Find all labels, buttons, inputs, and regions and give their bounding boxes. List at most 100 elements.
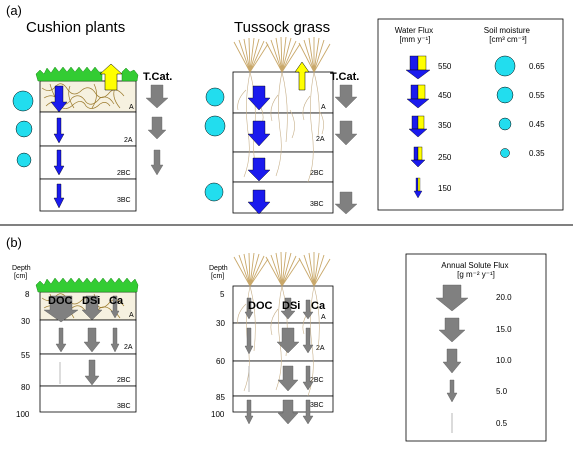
water-flux-legend-arrow-250 <box>410 146 426 168</box>
cushion-depth-30: 30 <box>21 317 30 326</box>
cushion-moisture-circle-2a <box>15 120 33 138</box>
cushion-horizon-3bc-layer <box>39 178 137 212</box>
cushion-moisture-circle-a <box>12 90 34 112</box>
cushion-tcat-label: T.Cat. <box>143 71 172 83</box>
soil-moisture-legend-circle-065 <box>494 55 516 77</box>
cushion-horizon-2bc-label: 2BC <box>117 170 131 177</box>
panel-a-label: (a) <box>6 3 22 18</box>
tussock-depth-30: 30 <box>216 319 225 328</box>
cushion-tcat-arrow-3 <box>150 149 164 176</box>
legend-box-a <box>377 18 564 211</box>
cushion-depth-8: 8 <box>25 290 30 299</box>
tussock-dsi-arrow-2a <box>276 327 300 354</box>
solute-flux-legend-title: Annual Solute Flux [g m⁻² y⁻¹] <box>441 261 510 279</box>
tussock-b-horizon-a-label: A <box>321 314 326 321</box>
tussock-grass-title: Tussock grass <box>234 19 330 36</box>
cushion-soil-profile-b: A 2A 2BC 3BC <box>35 277 139 413</box>
solute-legend-arrow-15 <box>438 317 466 343</box>
tussock-dsi-label: DSi <box>282 300 300 312</box>
tussock-horizon-2a-label: 2A <box>316 136 325 143</box>
solute-flux-value-05: 0.5 <box>496 419 508 428</box>
tussock-dsi-arrow-a <box>280 297 296 320</box>
cushion-depth-55: 55 <box>21 351 30 360</box>
cushion-depth-80: 80 <box>21 383 30 392</box>
water-flux-value-250: 250 <box>438 153 452 162</box>
tussock-moisture-circle-2a <box>204 115 226 137</box>
tussock-depth-100: 100 <box>211 410 225 419</box>
water-flux-legend-arrow-550 <box>405 55 431 80</box>
tussock-b-horizon-2bc-label: 2BC <box>310 377 324 384</box>
tussock-yellow-up-arrow <box>294 61 310 91</box>
solute-flux-value-10: 10.0 <box>496 356 512 365</box>
cushion-water-arrow-3bc <box>53 183 65 209</box>
cushion-ca-label: Ca <box>109 295 124 307</box>
tussock-horizon-3bc-label: 3BC <box>310 201 324 208</box>
cushion-green-canopy <box>35 66 139 82</box>
tussock-depth-60: 60 <box>216 357 225 366</box>
solute-flux-value-15: 15.0 <box>496 325 512 334</box>
soil-moisture-legend-title: Soil moisture [cm³ cm⁻³] <box>484 26 532 44</box>
cushion-horizon-2a-layer <box>39 111 137 147</box>
tussock-tcat-arrow-3 <box>334 191 358 215</box>
cushion-b-horizon-a-label: A <box>129 312 134 319</box>
tussock-dsi-arrow-3bc <box>277 399 299 425</box>
tussock-b-horizon-2a-label: 2A <box>316 345 325 352</box>
tussock-water-arrow-2a <box>247 120 271 147</box>
cushion-dsi-label: DSi <box>82 295 100 307</box>
water-flux-value-350: 350 <box>438 121 452 130</box>
soil-moisture-value-065: 0.65 <box>529 62 545 71</box>
tussock-b-grass-tufts <box>233 251 331 287</box>
tussock-doc-arrow-3bc <box>244 399 254 425</box>
cushion-water-arrow-2a <box>53 117 65 144</box>
soil-moisture-value-045: 0.45 <box>529 120 545 129</box>
cushion-b-horizon-2a-label: 2A <box>124 344 133 351</box>
legend-box-b <box>405 253 547 442</box>
cushion-horizon-2bc-layer <box>39 145 137 180</box>
soil-moisture-legend-circle-055 <box>496 86 514 104</box>
tussock-dsi-arrow-2bc <box>277 365 299 392</box>
tussock-soil-profile-b: A 2A 2BC 3BC <box>232 251 334 425</box>
tussock-water-arrow-3bc <box>247 189 271 215</box>
cushion-doc-label: DOC <box>48 295 73 307</box>
cushion-moisture-circle-2bc <box>16 152 32 168</box>
cushion-soil-profile-a: A 2A 2BC 3BC <box>35 63 139 212</box>
tussock-moisture-circle-a <box>205 87 225 107</box>
water-flux-value-450: 450 <box>438 91 452 100</box>
soil-moisture-value-055: 0.55 <box>529 91 545 100</box>
tussock-roots <box>237 71 324 183</box>
cushion-water-arrow-2bc <box>53 149 65 176</box>
cushion-b-horizon-2bc-label: 2BC <box>117 377 131 384</box>
tussock-tcat-label: T.Cat. <box>330 71 359 83</box>
tussock-depth-85: 85 <box>216 393 225 402</box>
water-flux-legend-title: Water Flux [mm y⁻¹] <box>395 26 436 44</box>
cushion-dsi-arrow-a <box>81 295 103 321</box>
tussock-depth-axis-title: Depth [cm] <box>209 265 230 280</box>
cushion-tcat-arrow-2 <box>147 116 167 140</box>
tussock-ca-arrow-2bc <box>302 365 314 391</box>
tussock-horizon-2bc-label: 2BC <box>310 170 324 177</box>
tussock-grass-tufts <box>233 36 331 73</box>
cushion-horizon-2a-label: 2A <box>124 137 133 144</box>
tussock-b-horizon-3bc-label: 3BC <box>310 402 324 409</box>
cushion-ca-arrow-a <box>110 295 120 319</box>
cushion-horizon-a-label: A <box>129 104 134 111</box>
tussock-tcat-arrow-1 <box>334 84 358 109</box>
cushion-depth-100: 100 <box>16 410 30 419</box>
solute-legend-arrow-20 <box>435 284 469 312</box>
cushion-doc-arrow-2a <box>55 327 67 353</box>
tussock-ca-arrow-3bc <box>302 399 314 425</box>
soil-moisture-legend-circle-045 <box>498 117 512 131</box>
solute-flux-value-5: 5.0 <box>496 387 508 396</box>
tussock-doc-arrow-a <box>244 297 254 320</box>
water-flux-value-150: 150 <box>438 184 452 193</box>
panel-b-label: (b) <box>6 235 22 250</box>
soil-moisture-value-035: 0.35 <box>529 149 545 158</box>
tussock-horizon-a-label: A <box>321 104 326 111</box>
cushion-tcat-arrow-1 <box>145 84 169 109</box>
cushion-depth-axis-title: Depth [cm] <box>12 265 33 280</box>
solute-legend-arrow-10 <box>442 348 462 374</box>
water-flux-legend-arrow-150 <box>413 177 423 199</box>
solute-legend-arrow-5 <box>446 379 458 403</box>
tussock-doc-label: DOC <box>248 300 273 312</box>
tussock-moisture-circle-3bc <box>204 182 224 202</box>
